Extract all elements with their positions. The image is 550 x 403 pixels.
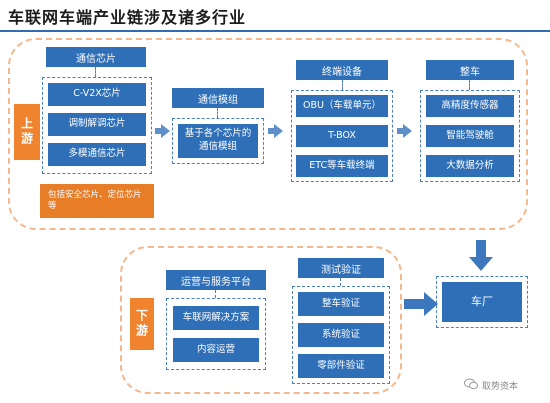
terminal-item-etc: ETC等车载终端 [296, 155, 388, 177]
watermark-text: 取势资本 [482, 382, 519, 392]
ops-group [166, 298, 266, 370]
test-group [292, 286, 390, 384]
chips-note: 包括安全芯片、定位芯片等 [40, 184, 154, 218]
arrow-vehicle-oem [476, 240, 486, 258]
terminal-connector [342, 80, 343, 90]
title-underline [0, 30, 550, 32]
downstream-tag: 下游 [130, 298, 154, 350]
terminal-item-obu: OBU（车载单元） [296, 95, 388, 117]
terminal-group [291, 90, 393, 182]
chip-item-cv2x: C-V2X芯片 [48, 83, 146, 106]
oem-group [436, 276, 528, 328]
arrow-vehicle-oem-head [469, 257, 493, 271]
chips-header: 通信芯片 [46, 47, 146, 67]
vehicle-item-bigdata: 大数据分析 [426, 155, 514, 177]
chip-item-multimode: 多模通信芯片 [48, 143, 146, 166]
arrow-chips-module-head [161, 124, 170, 138]
watermark: 取势资本 [464, 378, 518, 393]
arrow-terminal-vehicle [397, 128, 403, 134]
oem-box: 车厂 [442, 282, 522, 322]
vehicle-item-sensor: 高精度传感器 [426, 95, 514, 117]
module-header: 通信模组 [172, 88, 264, 108]
terminal-header: 终端设备 [296, 60, 388, 80]
module-connector [217, 108, 218, 118]
upstream-region [8, 38, 528, 230]
chip-item-modem: 调制解调芯片 [48, 113, 146, 136]
test-item-vehicle: 整车验证 [298, 292, 384, 316]
arrow-chips-module [155, 128, 161, 134]
arrow-downstream-oem-head [424, 292, 438, 316]
ops-header: 运营与服务平台 [166, 270, 266, 290]
test-item-system: 系统验证 [298, 323, 384, 347]
terminal-item-tbox: T-BOX [296, 125, 388, 147]
module-group [172, 118, 264, 164]
ops-connector [215, 290, 216, 298]
test-header: 测试验证 [298, 258, 384, 278]
upstream-tag: 上游 [14, 104, 40, 160]
module-desc: 基于各个芯片的通信模组 [178, 124, 258, 158]
chips-group [42, 77, 152, 174]
vehicle-connector [469, 80, 470, 90]
ops-item-solution: 车联网解决方案 [173, 306, 259, 330]
page-title: 车联网车端产业链涉及诸多行业 [8, 8, 247, 27]
arrow-terminal-vehicle-head [403, 124, 412, 138]
ops-item-content: 内容运营 [173, 338, 259, 362]
vehicle-group [420, 90, 520, 182]
arrow-module-terminal [268, 128, 274, 134]
vehicle-header: 整车 [426, 60, 514, 80]
test-item-parts: 零部件验证 [298, 354, 384, 378]
vehicle-item-cockpit: 智能驾驶舱 [426, 125, 514, 147]
test-connector [340, 278, 341, 286]
arrow-module-terminal-head [274, 124, 283, 138]
chips-connector [95, 67, 96, 77]
arrow-downstream-oem [404, 299, 424, 309]
wechat-icon [464, 378, 478, 393]
downstream-region [120, 246, 402, 394]
